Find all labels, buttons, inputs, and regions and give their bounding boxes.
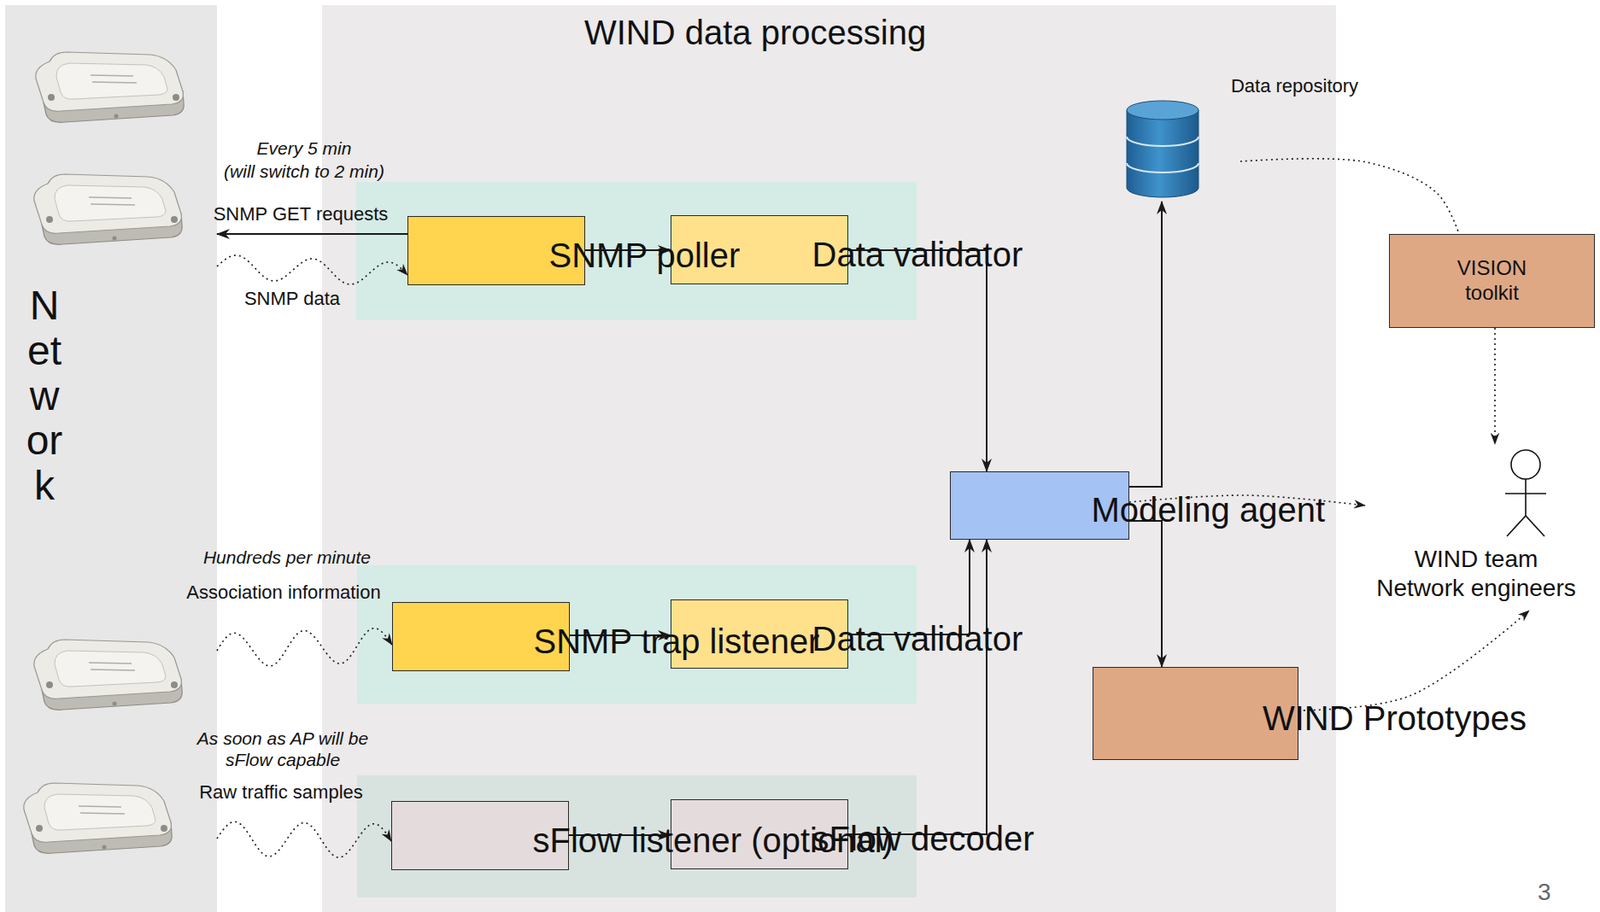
note-label-box: 3: [1537, 878, 1552, 908]
node-label: Modeling agent: [1091, 489, 1251, 531]
connector: [1129, 521, 1162, 668]
edge-label: Raw traffic samples: [199, 781, 364, 804]
note-label: (will switch to 2 min): [223, 160, 385, 182]
processing-panel: WIND data processingSNMP pollerData vali…: [322, 5, 1337, 912]
panel-title: WIND data processing: [584, 13, 927, 53]
database-cylinder: Data repository: [1086, 73, 1241, 202]
node-label: Data repository: [1230, 75, 1359, 98]
band-label: Network: [23, 283, 65, 510]
edge-label: Association information: [186, 581, 381, 604]
edge-label: SNMP data: [244, 287, 340, 311]
connector: [848, 539, 987, 835]
note-label-box: As soon as AP will be sFlow capable: [190, 727, 376, 771]
validator-box: Data validator: [670, 599, 849, 669]
edge-label-box: Association information: [186, 581, 381, 604]
node-label: WIND team Network engineers: [1371, 545, 1582, 603]
access-point: [34, 174, 182, 245]
dotted-connector: [1298, 610, 1530, 711]
network-band: Network: [5, 5, 217, 912]
actor-figure: WIND team Network engineers: [1365, 444, 1588, 611]
page-number: 3: [1537, 878, 1552, 908]
note-label: Every 5 min: [257, 137, 352, 159]
dotted-connector: [216, 821, 392, 858]
connector: [848, 250, 987, 472]
database-symbol: [1125, 99, 1202, 202]
sflow-listener-box: sFlow listener (optional): [391, 801, 569, 871]
panel-ground: [322, 5, 1337, 912]
node-label: sFlow listener (optional): [533, 820, 691, 862]
node-label: SNMP trap listener: [533, 621, 692, 663]
trap-listener-box: SNMP trap listener: [392, 602, 570, 672]
sflow-decoder-box: sFlow decoder: [670, 799, 849, 870]
dotted-connector: [1494, 328, 1496, 445]
stick-figure: [1365, 444, 1588, 544]
edge-label-box: Raw traffic samples: [199, 781, 364, 804]
note-label-box: (will switch to 2 min): [223, 160, 385, 182]
note-label-box: Every 5 min: [257, 137, 352, 159]
network-ground: [5, 5, 217, 912]
connector: [216, 233, 408, 235]
access-point: [35, 52, 184, 123]
node-label: VISION toolkit: [1436, 256, 1548, 306]
dotted-connector: [216, 628, 393, 667]
edge-label-box: SNMP data: [244, 287, 340, 311]
node-label: Data validator: [812, 234, 970, 276]
prototypes-box: WIND Prototypes: [1092, 667, 1299, 761]
note-label-box: Hundreds per minute: [203, 546, 371, 569]
note-label: Hundreds per minute: [203, 546, 371, 569]
node-label: WIND Prototypes: [1262, 697, 1391, 739]
toolkit-box: VISION toolkit: [1389, 234, 1595, 329]
dotted-connector: [216, 255, 408, 285]
access-point: [34, 639, 182, 710]
poller-box: SNMP poller: [407, 216, 586, 286]
node-label: sFlow decoder: [812, 818, 970, 860]
edge-label: SNMP GET requests: [213, 203, 389, 226]
node-label: SNMP poller: [549, 234, 707, 276]
modeling-agent-box: Modeling agent: [949, 471, 1130, 540]
edge-label-box: SNMP GET requests: [213, 203, 389, 226]
dotted-connector: [1240, 158, 1460, 235]
access-point: [23, 783, 172, 854]
connector: [1129, 201, 1162, 487]
node-label: Data validator: [812, 618, 970, 660]
note-label: As soon as AP will be sFlow capable: [190, 727, 376, 771]
